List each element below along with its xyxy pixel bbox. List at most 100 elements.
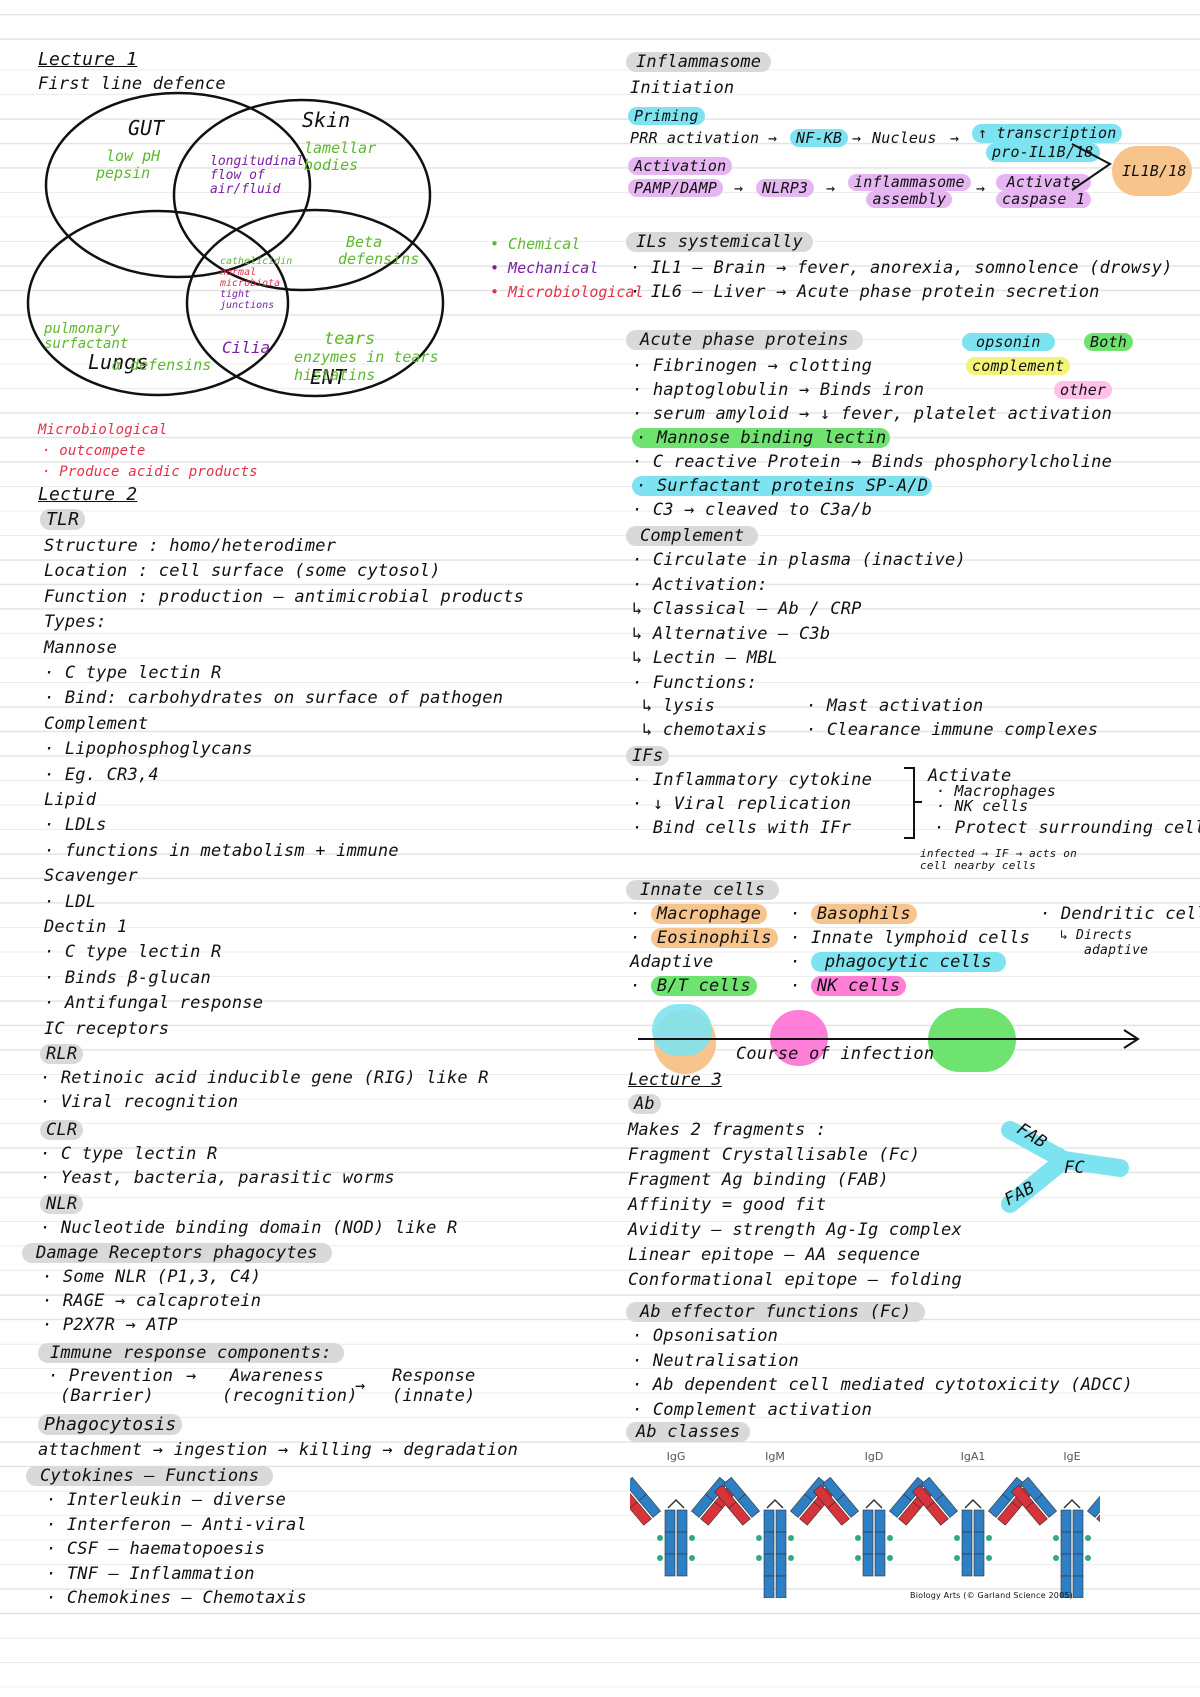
skin-items: lamellar bodies (304, 139, 377, 174)
lecture-2-heading: Lecture 2 (38, 484, 138, 505)
irc-recognition: (recognition) (222, 1386, 358, 1406)
alpha-defensins: α defensins (112, 356, 212, 374)
rlr-line: · Viral recognition (40, 1092, 239, 1112)
cell-macrophage: · Macrophage (630, 904, 768, 924)
app-mbl: · Mannose binding lectin (632, 428, 891, 448)
dendritic-note: ↳ Directs adaptive (1060, 928, 1149, 958)
app-c3: · C3 → cleaved to C3a/b (632, 500, 873, 520)
clr-heading: CLR (40, 1120, 84, 1140)
ab-classes-svg: IgG IgM IgD IgA1 IgE (630, 1450, 1100, 1598)
antibody-class-label: IgG (667, 1450, 686, 1463)
tlr-line: Mannose (44, 637, 118, 658)
arrow: → (734, 179, 744, 197)
initiation-label: Initiation (630, 78, 735, 98)
ifs-protect: · Protect surrounding cells (934, 818, 1200, 838)
legend-opsonin: opsonin (962, 332, 1055, 352)
ab-line: Avidity – strength Ag-Ig complex (628, 1220, 962, 1240)
effector-line: · Neutralisation (632, 1350, 799, 1371)
immune-response-heading: Immune response components: (38, 1343, 344, 1363)
venn-skin-label: Skin (302, 108, 351, 132)
cell-eosinophils: · Eosinophils (630, 928, 778, 948)
complement-clearance: · Clearance immune complexes (806, 720, 1099, 740)
complement-lysis: ↳ lysis (642, 696, 716, 716)
cell-bt: · B/T cells (630, 976, 757, 996)
damage-line: · Some NLR (P1,3, C4) (42, 1267, 262, 1287)
ab-classes-heading: Ab classes (626, 1422, 751, 1442)
lungs-items: pulmonary surfactant (44, 321, 129, 352)
irc-barrier: (Barrier) (60, 1386, 154, 1406)
tlr-line: Dectin 1 (44, 917, 128, 937)
blob-innate-cyan (652, 1004, 712, 1056)
ifs-note: infected → IF → acts on cell nearby cell… (920, 847, 1077, 872)
antibody-igd: IgD (813, 1450, 935, 1577)
ifs-activate: Activate (928, 766, 1012, 786)
complement-mast: · Mast activation (806, 696, 984, 716)
cytokine-line: · CSF – haematopoesis (46, 1539, 266, 1559)
effector-line: · Opsonisation (632, 1326, 779, 1346)
ab-heading: Ab (628, 1094, 661, 1114)
activation-label: Activation (628, 156, 733, 176)
complement-chemotaxis: ↳ chemotaxis (642, 720, 768, 740)
cytokine-line: · Interleukin – diverse (46, 1490, 287, 1510)
app-crp: · C reactive Protein → Binds phosphorylc… (632, 452, 1113, 472)
complement-line: ↳ Classical – Ab / CRP (632, 599, 862, 619)
tlr-line: IC receptors (44, 1018, 170, 1039)
cilia-label: Cilia (222, 338, 271, 357)
il1b-label: IL1B/18 (1122, 162, 1187, 180)
complement-line: · Activation: (632, 574, 768, 595)
ifs-activate-list: · Macrophages · NK cells (936, 782, 1056, 815)
acute-phase-heading: Acute phase proteins (626, 330, 863, 350)
course-of-infection: Course of infection (736, 1044, 935, 1064)
ab-line: Affinity = good fit (628, 1195, 827, 1215)
micro-item: · outcompete (42, 443, 146, 459)
tlr-line: Structure : homo/heterodimer (44, 536, 337, 556)
app-serum-amyloid: · serum amyloid → ↓ fever, platelet acti… (632, 404, 1113, 424)
ifs-line: · Bind cells with IFr (632, 818, 852, 838)
tlr-line: Function : production – antimicrobial pr… (44, 586, 525, 607)
complement-line: · Functions: (632, 672, 758, 693)
beta-defensins: Beta defensins (338, 233, 420, 268)
antibody-iga1: IgA1 (912, 1450, 1034, 1577)
arrow: → (826, 179, 836, 197)
damage-receptors-heading: Damage Receptors phagocytes (22, 1243, 332, 1263)
arrow: → (852, 129, 862, 147)
arrow: → (950, 129, 960, 147)
first-line-defence-title: First line defence (38, 74, 226, 94)
rlr-line: · Retinoic acid inducible gene (RIG) lik… (40, 1068, 489, 1088)
antibody-igg: IgG (630, 1450, 737, 1577)
effector-line: · Complement activation (632, 1399, 873, 1420)
nucleus-label: Nucleus (872, 129, 937, 147)
irc-arrow-2: → (355, 1376, 366, 1396)
cell-dendritic: · Dendritic cells (1040, 904, 1200, 924)
legend-other: other (1054, 380, 1113, 400)
antibody-igm: IgM (714, 1450, 836, 1598)
ent-items: tears enzymes in tears histatins (294, 329, 439, 384)
ab-line: Fragment Crystallisable (Fc) (628, 1145, 921, 1165)
ils-heading: ILs systemically (626, 232, 813, 252)
fab-fc-diagram (1001, 1121, 1129, 1213)
irc-response: Response (392, 1366, 476, 1386)
tlr-line: Scavenger (44, 866, 138, 887)
complement-line: ↳ Alternative – C3b (632, 623, 831, 644)
clr-line: · C type lectin R (40, 1144, 218, 1164)
tlr-line: · Lipophosphoglycans (44, 739, 253, 760)
app-surfactant: · Surfactant proteins SP-A/D (632, 476, 933, 496)
cytokine-line: · Chemokines – Chemotaxis (46, 1588, 307, 1608)
venn-lungs-label: Lungs (88, 350, 149, 374)
irc-innate: (innate) (392, 1386, 476, 1406)
damage-line: · P2X7R → ATP (42, 1315, 178, 1335)
tlr-line: · functions in metabolism + immune (44, 840, 399, 861)
rlr-heading: RLR (40, 1044, 84, 1064)
antibody-class-label: IgE (1063, 1450, 1080, 1463)
inflammasome-heading: Inflammasome (626, 52, 772, 72)
effector-line: · Ab dependent cell mediated cytotoxicit… (632, 1375, 1133, 1395)
venn-diagram (26, 91, 445, 398)
venn-ent-label: ENT (310, 365, 347, 389)
cytokines-heading: Cytokines – Functions (26, 1466, 274, 1486)
tlr-line: · LDL (44, 891, 97, 912)
prr-activation: PRR activation (630, 129, 760, 147)
arrow: → (768, 129, 778, 147)
antibody-class-label: IgM (765, 1450, 785, 1463)
transcription-box: ↑ transcription pro-IL1B/18 (972, 124, 1123, 162)
antibody-class-label: IgD (865, 1450, 884, 1463)
